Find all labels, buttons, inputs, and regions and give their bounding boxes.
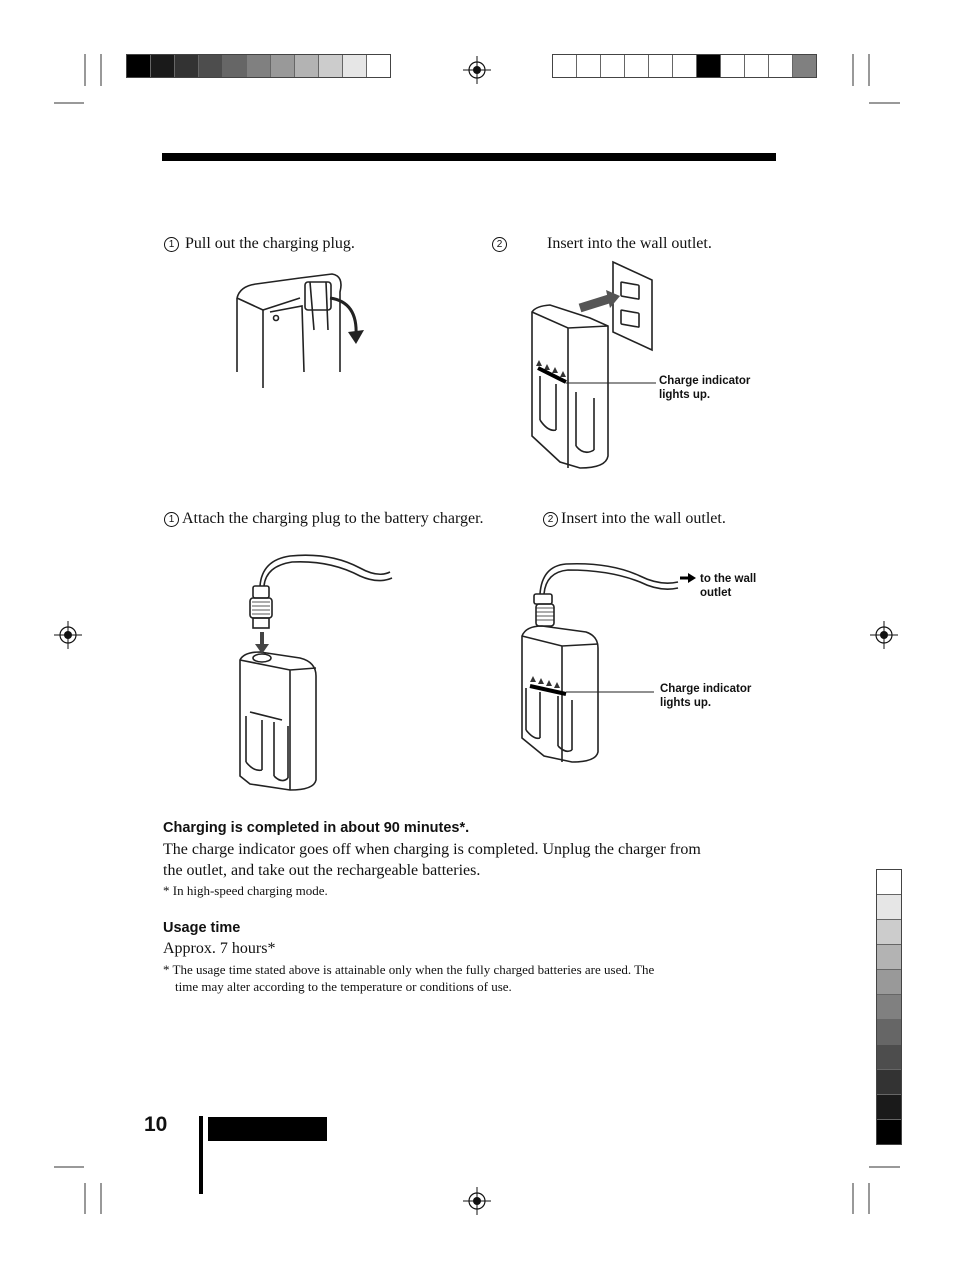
color-swatch <box>127 55 151 77</box>
color-swatch <box>769 55 793 77</box>
step-number: 2 <box>543 512 558 527</box>
color-bar-left <box>126 54 391 78</box>
body-line: the outlet, and take out the rechargeabl… <box>163 862 481 879</box>
color-swatch <box>271 55 295 77</box>
section1-step2: 2 Insert into the wall outlet. <box>492 235 712 253</box>
label-line: outlet <box>700 587 732 599</box>
section1-step1: 1 Pull out the charging plug. <box>164 235 355 253</box>
color-swatch <box>721 55 745 77</box>
footer-vertical-rule <box>199 1116 203 1194</box>
registration-mark-top <box>463 56 491 84</box>
color-swatch <box>877 895 901 920</box>
registration-mark-left <box>54 621 82 649</box>
color-swatch <box>877 1020 901 1045</box>
footnote-line: time may alter according to the temperat… <box>175 979 512 994</box>
color-swatch <box>175 55 199 77</box>
color-swatch <box>877 920 901 945</box>
color-swatch <box>295 55 319 77</box>
color-swatch <box>247 55 271 77</box>
section2-indicator-label: Charge indicator lights up. <box>660 682 751 710</box>
color-swatch <box>223 55 247 77</box>
section1-indicator-label: Charge indicator lights up. <box>659 374 750 402</box>
label-line: Charge indicator <box>659 375 751 387</box>
charging-body: The charge indicator goes off when charg… <box>163 839 783 881</box>
charging-heading: Charging is completed in about 90 minute… <box>163 820 470 836</box>
usage-footnote: * The usage time stated above is attaina… <box>163 961 783 995</box>
color-swatch <box>877 1045 901 1070</box>
step-number: 1 <box>164 237 179 252</box>
color-swatch <box>601 55 625 77</box>
body-line: The charge indicator goes off when charg… <box>163 841 701 858</box>
header-rule <box>162 153 776 161</box>
registration-mark-right <box>870 621 898 649</box>
color-swatch <box>649 55 673 77</box>
color-swatch <box>793 55 816 77</box>
step-text: Attach the charging plug to the battery … <box>182 510 484 527</box>
color-swatch <box>673 55 697 77</box>
color-swatch <box>553 55 577 77</box>
registration-mark-bottom <box>463 1187 491 1215</box>
color-swatch <box>877 945 901 970</box>
label-line: Charge indicator <box>660 683 752 695</box>
label-line: lights up. <box>660 697 712 709</box>
color-swatch <box>319 55 343 77</box>
color-swatch <box>367 55 390 77</box>
page-number: 10 <box>144 1113 168 1136</box>
color-swatch <box>877 870 901 895</box>
color-swatch <box>877 1070 901 1095</box>
step-number: 2 <box>492 237 507 252</box>
footnote-line: * The usage time stated above is attaina… <box>163 962 655 977</box>
color-swatch <box>577 55 601 77</box>
step-text: Insert into the wall outlet. <box>561 510 726 527</box>
color-swatch <box>151 55 175 77</box>
step-number: 1 <box>164 512 179 527</box>
color-swatch <box>625 55 649 77</box>
color-swatch <box>199 55 223 77</box>
color-swatch <box>697 55 721 77</box>
color-swatch <box>877 995 901 1020</box>
label-line: lights up. <box>659 389 711 401</box>
footer-black-tab <box>208 1117 327 1141</box>
step-text: Pull out the charging plug. <box>185 235 355 252</box>
color-swatch <box>343 55 367 77</box>
section2-wall-label: to the wall outlet <box>700 572 756 600</box>
label-line: to the wall <box>700 573 757 585</box>
usage-heading: Usage time <box>163 920 241 936</box>
charging-footnote: * In high-speed charging mode. <box>163 883 328 898</box>
color-bar-right <box>552 54 817 78</box>
color-swatch <box>745 55 769 77</box>
color-swatch <box>877 970 901 995</box>
step-text: Insert into the wall outlet. <box>547 235 712 252</box>
color-swatch <box>877 1095 901 1120</box>
usage-value: Approx. 7 hours* <box>163 940 276 957</box>
color-swatch <box>877 1120 901 1144</box>
side-gradient-bar <box>876 869 902 1145</box>
